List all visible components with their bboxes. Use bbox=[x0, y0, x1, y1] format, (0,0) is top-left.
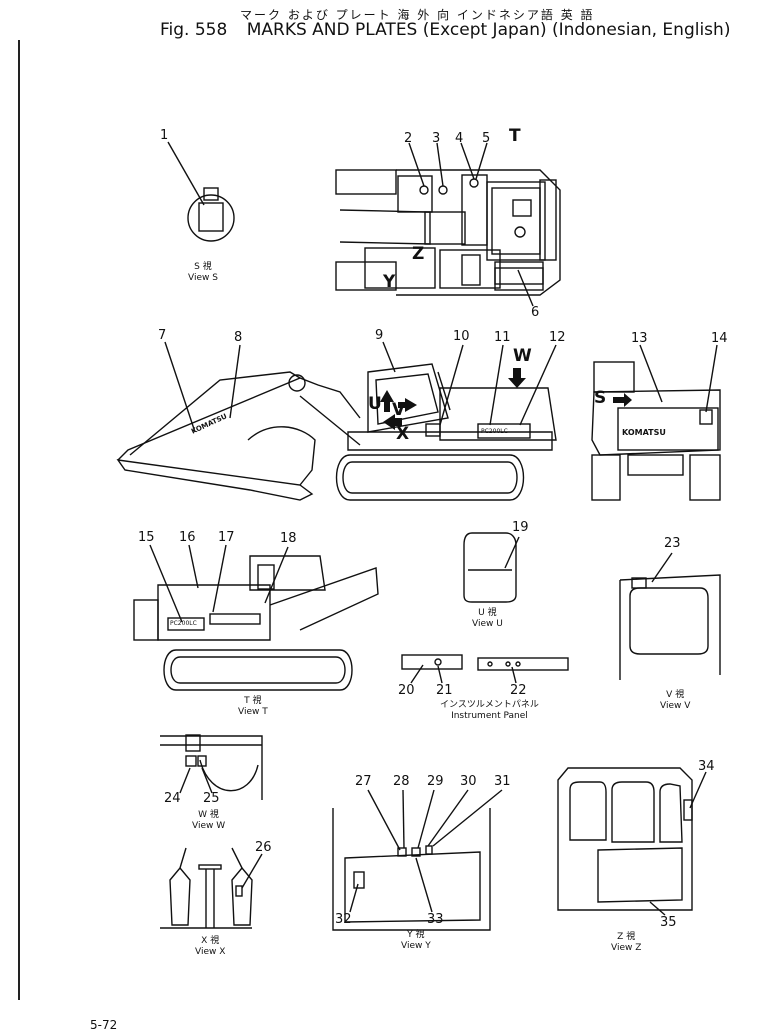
callout-1: 1 bbox=[160, 128, 169, 143]
view-y-drawing bbox=[332, 789, 503, 931]
callout-12: 12 bbox=[549, 330, 566, 345]
callout-6: 6 bbox=[531, 305, 540, 320]
view-letter-x: X bbox=[396, 424, 410, 444]
view-v-drawing bbox=[619, 552, 721, 680]
callout-31: 31 bbox=[494, 774, 511, 789]
callout-34: 34 bbox=[698, 759, 715, 774]
callout-5: 5 bbox=[482, 131, 491, 146]
page-number: 5-72 bbox=[90, 1018, 118, 1032]
view-letter-t: T bbox=[509, 126, 521, 146]
callout-15: 15 bbox=[138, 530, 155, 545]
callout-21: 21 bbox=[436, 683, 453, 698]
callout-9: 9 bbox=[375, 328, 384, 343]
callout-25: 25 bbox=[203, 791, 220, 806]
japanese-title: マーク および プレート 海 外 向 インドネシア語 英 語 bbox=[240, 8, 595, 22]
callout-16: 16 bbox=[179, 530, 196, 545]
callout-30: 30 bbox=[460, 774, 477, 789]
callout-7: 7 bbox=[158, 328, 167, 343]
view-u-drawing bbox=[463, 532, 520, 603]
callout-20: 20 bbox=[398, 683, 415, 698]
view-s-drawing bbox=[167, 141, 235, 242]
callout-32: 32 bbox=[335, 912, 352, 927]
callout-17: 17 bbox=[218, 530, 235, 545]
side-view-drawing bbox=[116, 341, 557, 501]
view-t-drawing bbox=[133, 544, 379, 691]
top-view-drawing bbox=[335, 142, 561, 307]
callout-13: 13 bbox=[631, 331, 648, 346]
side-view-arrows bbox=[380, 368, 526, 430]
view-letter-y: Y bbox=[383, 272, 396, 292]
callout-29: 29 bbox=[427, 774, 444, 789]
figure-number: Fig. 558 bbox=[160, 20, 228, 40]
view-letter-s: S bbox=[594, 388, 607, 408]
view-z-drawing bbox=[557, 767, 707, 916]
figure-title: Fig. 558 MARKS AND PLATES (Except Japan)… bbox=[160, 20, 730, 40]
callout-18: 18 bbox=[280, 531, 297, 546]
view-letter-w: W bbox=[513, 346, 532, 366]
view-w-drawing bbox=[160, 734, 263, 800]
callout-4: 4 bbox=[455, 131, 464, 146]
callout-3: 3 bbox=[432, 131, 441, 146]
rear-view-drawing bbox=[591, 344, 721, 501]
view-t-model-plate: PC200LC bbox=[170, 620, 197, 627]
view-letter-z: Z bbox=[412, 244, 425, 264]
callout-8: 8 bbox=[234, 330, 243, 345]
callout-22: 22 bbox=[510, 683, 527, 698]
side-model-plate: PC200LC bbox=[481, 428, 508, 435]
callout-11: 11 bbox=[494, 330, 511, 345]
callout-2: 2 bbox=[404, 131, 413, 146]
callout-35: 35 bbox=[660, 915, 677, 930]
callout-19: 19 bbox=[512, 520, 529, 535]
callout-24: 24 bbox=[164, 791, 181, 806]
callout-28: 28 bbox=[393, 774, 410, 789]
figure-caption: MARKS AND PLATES (Except Japan) (Indones… bbox=[246, 20, 731, 40]
view-letter-v: V bbox=[392, 400, 406, 420]
callout-26: 26 bbox=[255, 840, 272, 855]
rear-brand-plate: KOMATSU bbox=[622, 428, 666, 437]
page-edge-line bbox=[18, 40, 20, 1000]
callout-14: 14 bbox=[711, 331, 728, 346]
view-letter-u: U bbox=[368, 394, 382, 414]
callout-27: 27 bbox=[355, 774, 372, 789]
instrument-panel-drawing bbox=[401, 654, 569, 684]
callout-23: 23 bbox=[664, 536, 681, 551]
callout-10: 10 bbox=[453, 329, 470, 344]
callout-33: 33 bbox=[427, 912, 444, 927]
view-x-drawing bbox=[160, 847, 263, 929]
